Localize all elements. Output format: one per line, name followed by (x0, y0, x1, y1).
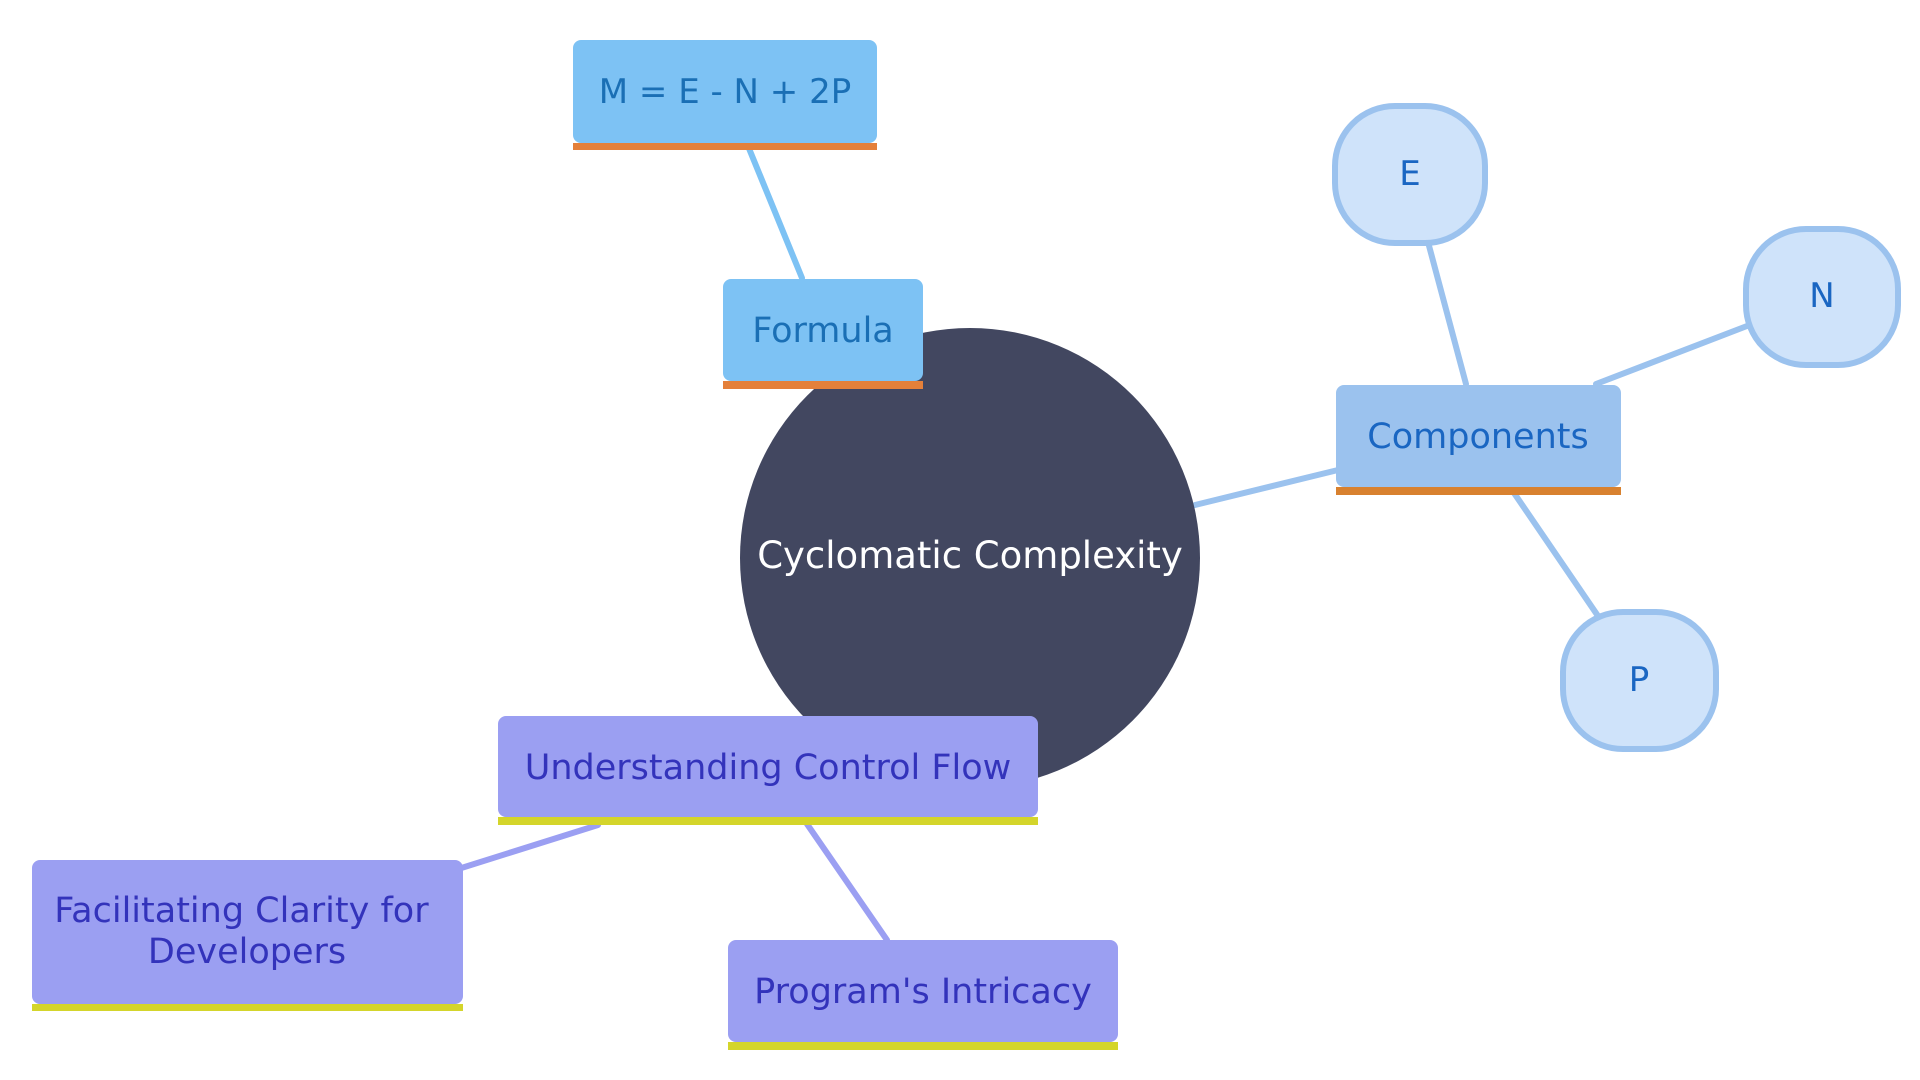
edges (452, 143, 1750, 943)
control-flow-label: Understanding Control Flow (525, 748, 1012, 788)
clarity-label-line-1: Facilitating Clarity for (54, 891, 429, 931)
edge-components-to-n (1593, 323, 1750, 387)
formula-underline (723, 381, 923, 389)
intricacy-label: Program's Intricacy (754, 972, 1092, 1012)
formula-node[interactable]: Formula (723, 279, 923, 389)
clarity-box (32, 860, 463, 1004)
intricacy-node[interactable]: Program's Intricacy (728, 940, 1118, 1050)
control-flow-node[interactable]: Understanding Control Flow (498, 716, 1038, 825)
components-label: Components (1367, 417, 1588, 457)
component-e-box (1332, 103, 1488, 246)
edge-controlflow-to-clarity (452, 822, 601, 873)
component-e-node[interactable]: E (1332, 103, 1488, 246)
components-node[interactable]: Components (1336, 385, 1621, 495)
intricacy-underline (728, 1042, 1118, 1050)
component-e-label: E (1399, 154, 1420, 194)
edge-components-to-root (1192, 467, 1341, 508)
component-p-label: P (1629, 660, 1650, 700)
root-node[interactable]: Cyclomatic Complexity (740, 328, 1200, 788)
formula-child-underline (573, 143, 877, 150)
components-underline (1336, 487, 1621, 495)
component-n-node[interactable]: N (1743, 226, 1901, 368)
edge-components-to-e (1425, 239, 1469, 387)
formula-child-box (573, 40, 877, 143)
clarity-node[interactable]: Facilitating Clarity for Developers (32, 860, 463, 1011)
formula-box (723, 279, 923, 381)
control-flow-underline (498, 817, 1038, 825)
component-n-label: N (1809, 276, 1834, 316)
root-circle (740, 328, 1200, 788)
edge-controlflow-to-intricacy (804, 821, 890, 943)
clarity-underline (32, 1004, 463, 1011)
component-p-node[interactable]: P (1560, 609, 1719, 752)
components-box (1336, 385, 1621, 487)
control-flow-box (498, 716, 1038, 817)
formula-child-node[interactable]: M = E - N + 2P (573, 40, 877, 150)
edge-formula-to-child (745, 143, 805, 281)
root-label: Cyclomatic Complexity (757, 534, 1183, 577)
edge-components-to-p (1509, 487, 1601, 619)
formula-label: Formula (752, 311, 894, 351)
clarity-label: Facilitating Clarity for Developers (54, 891, 439, 972)
component-n-box (1743, 226, 1901, 368)
intricacy-box (728, 940, 1118, 1042)
component-p-box (1560, 609, 1719, 752)
clarity-label-line-2: Developers (148, 932, 346, 972)
formula-child-label: M = E - N + 2P (599, 72, 851, 112)
